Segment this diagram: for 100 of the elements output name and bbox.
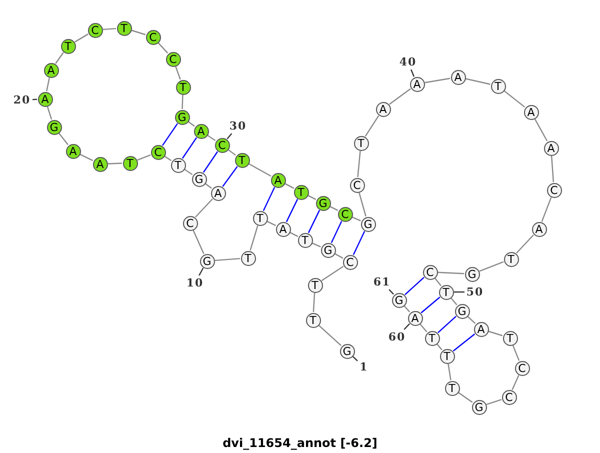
backbone-line xyxy=(448,364,452,380)
backbone-line xyxy=(404,306,410,312)
nucleotide-circle: C xyxy=(150,144,166,160)
position-number: 40 xyxy=(399,56,417,68)
backbone-line xyxy=(450,298,458,306)
base-pair-line xyxy=(162,123,178,146)
backbone-line xyxy=(290,232,298,237)
backbone-line xyxy=(102,28,116,30)
position-number: 60 xyxy=(388,330,406,344)
nucleotide-circle: A xyxy=(210,186,226,200)
backbone-line xyxy=(250,226,258,250)
leader-line xyxy=(410,69,415,77)
backbone-line xyxy=(74,34,88,42)
position-number: 30 xyxy=(229,120,247,132)
backbone-line xyxy=(58,132,68,146)
backbone-line xyxy=(550,156,554,182)
nucleotide-circle: T xyxy=(424,330,440,346)
backbone-line xyxy=(131,30,146,36)
backbone-line xyxy=(228,149,236,156)
nucleotide-circle: A xyxy=(38,92,52,106)
nucleotide-circle: T xyxy=(234,152,250,168)
backbone-line xyxy=(458,392,473,403)
nucleotide-circle: C xyxy=(88,22,102,38)
nucleotide-circle: A xyxy=(44,62,58,78)
base-pair-line xyxy=(222,166,238,187)
nucleotide-circle: A xyxy=(410,76,424,92)
nucleotide-circle: G xyxy=(192,172,206,186)
nucleotide-circle: C xyxy=(422,264,438,280)
backbone-line xyxy=(420,324,428,332)
backbone-line xyxy=(214,258,240,262)
position-number: 61 xyxy=(373,276,391,288)
nucleotide-circle: C xyxy=(546,182,562,198)
nucleotide-circle: G xyxy=(316,196,330,210)
backbone-line xyxy=(486,398,502,406)
backbone-line xyxy=(207,134,216,142)
nucleotide-circle: A xyxy=(376,102,390,116)
backbone-line xyxy=(364,115,380,137)
backbone-line xyxy=(516,234,534,254)
backbone-line xyxy=(541,197,552,222)
base-pair-line xyxy=(352,230,366,256)
backbone-line xyxy=(46,106,52,120)
nucleotide-circle: T xyxy=(490,78,506,94)
nucleotide-circle: A xyxy=(408,310,422,326)
base-pair-line xyxy=(330,220,342,244)
base-pair-line xyxy=(262,186,276,212)
nucleotide-circle: G xyxy=(200,254,214,268)
backbone-line xyxy=(308,195,316,200)
backbone-line xyxy=(137,154,151,161)
position-number: 1 xyxy=(360,360,368,374)
backbone-line xyxy=(504,90,526,108)
nucleotide-circle: A xyxy=(544,140,558,156)
backbone-line xyxy=(192,230,204,254)
backbone-line xyxy=(436,344,442,350)
backbone-line xyxy=(357,150,361,178)
nucleotide-circle: A xyxy=(270,172,286,188)
base-pair-line xyxy=(182,137,198,159)
nucleotide-circle: G xyxy=(392,292,406,308)
nucleotide-circle: C xyxy=(514,360,530,376)
nucleotide-circle: T xyxy=(294,184,308,200)
leader-line xyxy=(388,289,394,295)
backbone-line xyxy=(330,206,338,211)
backbone-line xyxy=(248,163,272,177)
nucleotide-circle: G xyxy=(46,120,62,134)
backbone-line xyxy=(55,52,64,64)
base-pair-line xyxy=(420,296,440,314)
nucleotide-circle: T xyxy=(298,232,312,248)
nucleotide-circle: A xyxy=(194,124,208,138)
backbone-line xyxy=(352,216,361,222)
nucleotide-circle: C xyxy=(214,138,230,152)
backbone-line xyxy=(512,345,520,361)
backbone-line xyxy=(318,324,342,346)
nucleotide-circle: T xyxy=(440,348,454,364)
base-pair-line xyxy=(286,198,298,222)
nucleotide-circle: T xyxy=(444,380,460,396)
nucleotide-circle: G xyxy=(464,266,480,282)
backbone-line xyxy=(266,220,276,226)
backbone-line xyxy=(175,66,181,80)
base-pair-line xyxy=(404,276,424,296)
backbone-line xyxy=(312,292,316,312)
nucleotide-circle: G xyxy=(472,400,486,414)
nucleotide-circle: T xyxy=(308,278,322,292)
nucleotide-circle: G xyxy=(454,304,470,318)
nucleotide-circle: T xyxy=(438,284,454,300)
nucleotide-circle: G xyxy=(340,344,354,358)
backbone-line xyxy=(46,78,50,92)
backbone-line xyxy=(466,78,490,85)
position-number: 20 xyxy=(13,94,31,106)
leader-line xyxy=(404,323,410,330)
nucleotide-circle: T xyxy=(504,252,518,266)
base-pair-line xyxy=(452,334,476,352)
nucleotide-circle: A xyxy=(276,222,290,236)
nucleotide-circle: A xyxy=(474,322,488,336)
nucleotide-circle: G xyxy=(360,216,376,232)
backbone-line xyxy=(321,266,344,282)
nucleotide-circle: C xyxy=(146,30,160,44)
backbone-line xyxy=(389,88,411,105)
nucleotide-circle: T xyxy=(170,158,186,172)
nucleotide-circle: T xyxy=(240,250,256,266)
backbone-line xyxy=(479,261,504,272)
backbone-line xyxy=(108,162,122,164)
